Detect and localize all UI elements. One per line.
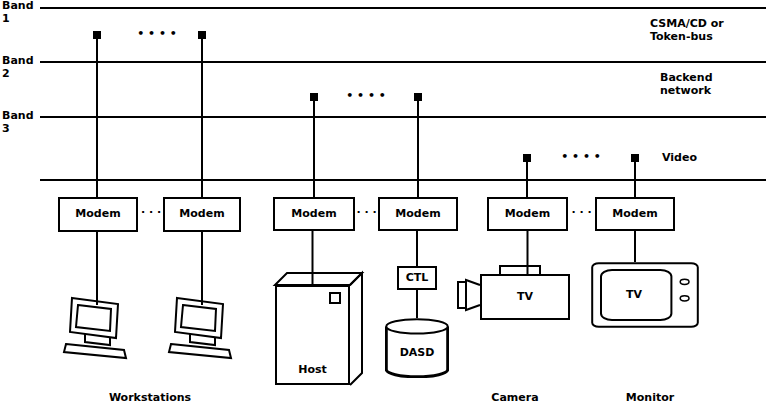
controller-box: CTL xyxy=(397,266,437,290)
band-label: Band 3 xyxy=(2,110,36,135)
node-text: TV xyxy=(517,291,533,304)
connector xyxy=(527,231,529,274)
modem-box: Modem xyxy=(163,197,241,232)
band-use-label: Video xyxy=(662,152,752,165)
node-text: Modem xyxy=(75,208,120,221)
protocol-label: CSMA/CD or Token-bus xyxy=(650,18,750,43)
device-label: Monitor xyxy=(600,392,700,405)
modem-box: Modem xyxy=(487,197,568,231)
connector xyxy=(416,290,418,318)
band-label: Band 2 xyxy=(2,55,36,80)
host-computer: Host xyxy=(275,285,350,385)
ellipsis: · · · xyxy=(355,207,378,220)
dasd-cylinder: DASD xyxy=(385,318,449,378)
device-label: Camera xyxy=(470,392,560,405)
node-text: Modem xyxy=(179,208,224,221)
node-text: Modem xyxy=(395,208,440,221)
band-label: Band 1 xyxy=(2,0,36,25)
modem-box: Modem xyxy=(58,197,138,232)
node-text: Modem xyxy=(291,208,336,221)
modem-box: Modem xyxy=(273,197,355,231)
connector xyxy=(416,231,418,266)
ellipsis: · · · xyxy=(568,207,595,220)
node-text: Modem xyxy=(505,208,550,221)
modem-box: Modem xyxy=(595,197,675,231)
device-label: Workstations xyxy=(90,392,210,405)
ellipsis: · · · xyxy=(139,207,163,220)
connector xyxy=(312,231,314,285)
ellipsis: • • • • xyxy=(331,90,401,103)
network-label: Backend network xyxy=(660,72,750,97)
connector xyxy=(634,231,636,262)
tv-monitor: TV xyxy=(590,262,700,328)
tv-outline xyxy=(590,262,700,328)
node-text: TV xyxy=(626,289,642,302)
ellipsis: • • • • xyxy=(122,28,192,41)
camera-body: TV xyxy=(480,274,570,320)
modem-box: Modem xyxy=(378,197,458,231)
node-text: Host xyxy=(298,364,327,377)
node-text: CTL xyxy=(406,272,429,285)
node-text: Modem xyxy=(612,208,657,221)
node-text: DASD xyxy=(400,347,435,360)
ellipsis: • • • • xyxy=(546,151,616,164)
